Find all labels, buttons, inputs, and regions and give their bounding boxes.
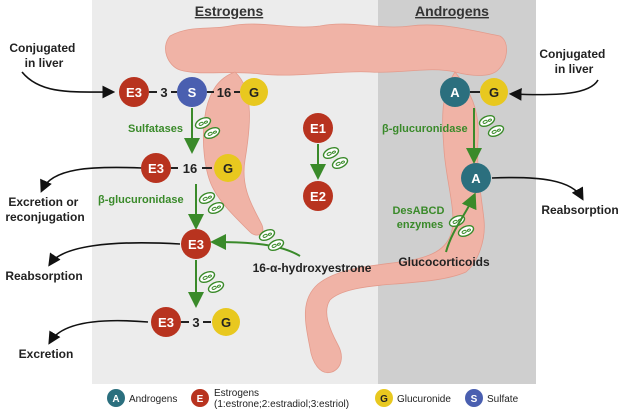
e2-node	[303, 181, 333, 211]
sulfatases-label: Sulfatases	[128, 123, 183, 135]
a-top-node	[440, 77, 470, 107]
a-mid-label: A	[471, 171, 481, 186]
e1-label: E1	[310, 121, 326, 136]
arrow-liver-to-ag	[508, 79, 599, 101]
glucuronide-top-node	[240, 78, 268, 106]
e3-center-label: E3	[188, 237, 204, 252]
glucuronide-right-node	[480, 78, 508, 106]
legend-sulfate-swatch	[465, 389, 483, 407]
desabcd-label: DesABCD enzymes	[392, 205, 447, 231]
e3-top-label: E3	[126, 85, 142, 100]
sulfate-node	[177, 77, 207, 107]
hydroxyestrone-label: 16-α-hydroxyestrone	[253, 261, 372, 275]
arrow-to-reabsorption-right	[491, 176, 584, 201]
estrogens-header: Estrogens	[195, 3, 264, 19]
arrow-to-excretion	[48, 319, 149, 345]
arrow-to-reabsorption-left	[48, 242, 181, 267]
reabsorption-left-label: Reabsorption	[5, 269, 82, 283]
androgens-header: Androgens	[415, 3, 489, 19]
sulfate-label: S	[188, 85, 197, 100]
legend-estrogens-code: E	[197, 394, 204, 405]
conjugated-in-liver-left-label: Conjugated in liver	[9, 41, 78, 70]
conjugated-in-liver-right-label: Conjugated in liver	[539, 47, 608, 76]
e3-top-node	[119, 77, 149, 107]
legend-sulfate-label: Sulfate	[487, 394, 519, 405]
legend-estrogens-label: Estrogens (1:estrone;2:estradiol;3:estri…	[214, 388, 349, 410]
glucuronide-mid-node	[214, 154, 242, 182]
colon-shape	[165, 23, 507, 374]
legend-androgens-label: Androgens	[129, 394, 177, 405]
legend: A Androgens E Estrogens (1:estrone;2:est…	[107, 388, 519, 410]
e3-bot-node	[151, 307, 181, 337]
arrow-glucocorticoids-to-a	[445, 192, 477, 253]
link-16-top: 16	[217, 85, 231, 100]
legend-glucuronide-code: G	[380, 394, 388, 405]
link-16-mid: 16	[183, 161, 197, 176]
e1-node	[303, 113, 333, 143]
legend-glucuronide-label: Glucuronide	[397, 394, 451, 405]
excretion-or-reconjugation-label: Excretion or reconjugation	[5, 195, 84, 224]
glucuronide-top-label: G	[249, 85, 259, 100]
e3-center-node	[181, 229, 211, 259]
arrow-liver-to-e3	[21, 71, 116, 99]
link-3-bot: 3	[192, 315, 199, 330]
legend-glucuronide-swatch	[375, 389, 393, 407]
arrow-to-excretion-reconjugation	[40, 166, 143, 193]
glucuronide-bot-label: G	[221, 315, 231, 330]
bg-right-label: β-glucuronidase	[382, 123, 468, 135]
e2-label: E2	[310, 189, 326, 204]
a-mid-node	[461, 163, 491, 193]
e3-mid-node	[141, 153, 171, 183]
e3-mid-label: E3	[148, 161, 164, 176]
arrow-hydroxyestrone-to-e3	[210, 234, 301, 257]
e3-bot-label: E3	[158, 315, 174, 330]
legend-androgens-swatch	[107, 389, 125, 407]
bg-left-label: β-glucuronidase	[98, 194, 184, 206]
glucocorticoids-label: Glucocorticoids	[398, 255, 490, 269]
link-3-top: 3	[160, 85, 167, 100]
reabsorption-right-label: Reabsorption	[541, 203, 618, 217]
a-top-label: A	[450, 85, 460, 100]
glucuronide-right-label: G	[489, 85, 499, 100]
legend-sulfate-code: S	[471, 394, 478, 405]
legend-estrogens-swatch	[191, 389, 209, 407]
glucuronide-mid-label: G	[223, 161, 233, 176]
excretion-label: Excretion	[19, 347, 74, 361]
glucuronide-bot-node	[212, 308, 240, 336]
legend-androgens-code: A	[112, 394, 119, 405]
